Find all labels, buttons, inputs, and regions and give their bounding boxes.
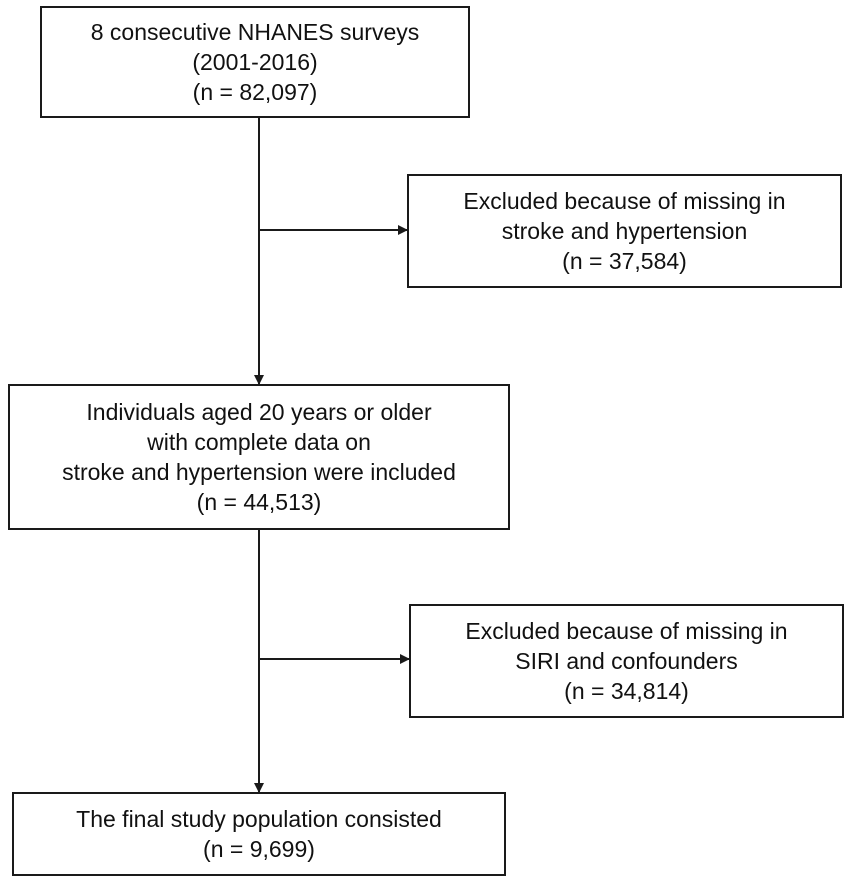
box-exclusion-1-line-2: stroke and hypertension: [501, 218, 748, 244]
box-source-line-3: (n = 82,097): [192, 79, 318, 105]
box-included: Individuals aged 20 years or older with …: [8, 384, 510, 530]
box-included-line-1: Individuals aged 20 years or older: [86, 399, 432, 425]
box-exclusion-2-line-2: SIRI and confounders: [515, 648, 738, 674]
box-included-line-2: with complete data on: [147, 429, 371, 455]
box-exclusion-2-line-1: Excluded because of missing in: [465, 618, 788, 644]
box-exclusion-2: Excluded because of missing in SIRI and …: [409, 604, 844, 718]
box-exclusion-1-line-3: (n = 37,584): [562, 248, 687, 274]
box-exclusion-2-line-3: (n = 34,814): [564, 678, 689, 704]
box-source-line-2: (2001-2016): [192, 49, 318, 75]
box-source: 8 consecutive NHANES surveys (2001-2016)…: [40, 6, 470, 118]
box-final-line-1: The final study population consisted: [76, 806, 442, 832]
box-included-line-4: (n = 44,513): [196, 489, 322, 515]
box-final: The final study population consisted (n …: [12, 792, 506, 876]
box-source-line-1: 8 consecutive NHANES surveys: [90, 19, 420, 45]
box-exclusion-1-line-1: Excluded because of missing in: [463, 188, 786, 214]
box-exclusion-1: Excluded because of missing in stroke an…: [407, 174, 842, 288]
box-included-line-3: stroke and hypertension were included: [62, 459, 456, 485]
box-final-line-2: (n = 9,699): [203, 836, 315, 862]
